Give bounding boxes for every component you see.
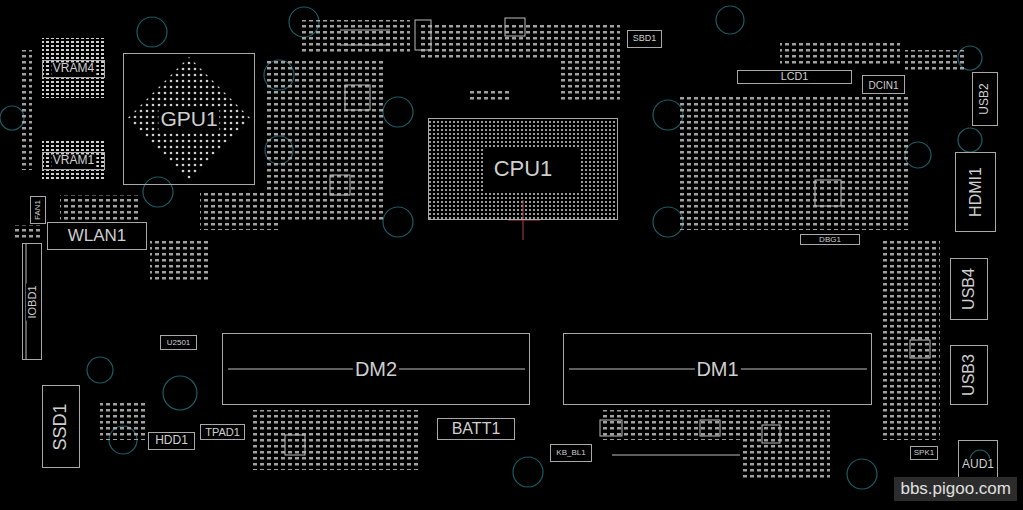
component-outline: HDMI1 [955, 152, 996, 232]
part-label: AUD1 [960, 458, 996, 471]
component-outline: SSD1 [42, 385, 80, 468]
component-outline: CPU1 [428, 118, 618, 220]
component-outline: DBG1 [800, 234, 860, 245]
component-outline: HDD1 [148, 432, 195, 450]
part-label: SBD1 [631, 34, 659, 44]
component-outline: SBD1 [627, 30, 662, 48]
part-label: SPK1 [912, 449, 936, 458]
component-outline: KB_BL1 [550, 444, 592, 462]
component-outline: VRAM1 [42, 152, 105, 170]
part-label: SSD1 [51, 401, 71, 452]
component-outline: FAN1 [30, 196, 46, 224]
part-label: WLAN1 [66, 227, 129, 246]
component-outline: LCD1 [737, 70, 852, 84]
component-outline: USB3 [950, 345, 988, 405]
component-outline: DM1 [563, 333, 872, 405]
part-label: VRAM4 [51, 62, 96, 75]
part-label: HDD1 [153, 434, 190, 447]
mounting-holes [0, 6, 990, 489]
part-label: DCIN1 [866, 79, 900, 90]
component-outline: WLAN1 [47, 222, 147, 250]
component-outline: VRAM4 [42, 60, 105, 78]
part-label: LCD1 [779, 71, 810, 83]
part-label: FAN1 [34, 198, 43, 222]
part-label: USB4 [960, 266, 978, 312]
component-outline: DCIN1 [862, 75, 905, 94]
component-outline: USB4 [950, 258, 988, 320]
part-label: DBG1 [817, 235, 843, 244]
part-label: VRAM1 [51, 154, 96, 167]
part-label: HDMI1 [967, 165, 985, 219]
component-outline: DM2 [222, 333, 530, 405]
component-outline: BATT1 [437, 418, 515, 440]
part-label: IOBD1 [26, 283, 38, 320]
part-label: DM2 [353, 358, 399, 380]
component-outline: U2501 [160, 335, 197, 350]
part-label: USB2 [978, 81, 991, 116]
part-label: TPAD1 [203, 426, 242, 438]
component-outline: IOBD1 [22, 243, 42, 360]
component-outline: SPK1 [910, 446, 938, 460]
part-label: U2501 [165, 338, 193, 347]
watermark: bbs.pigoo.com [894, 477, 1017, 501]
part-label: DM1 [694, 358, 740, 380]
component-outline: TPAD1 [200, 424, 245, 440]
part-label: GPU1 [158, 107, 219, 130]
part-label: KB_BL1 [554, 449, 587, 458]
part-label: BATT1 [450, 420, 503, 438]
component-outline: USB2 [972, 72, 998, 126]
part-label: CPU1 [492, 157, 555, 181]
part-label: USB3 [960, 352, 978, 398]
component-outline: GPU1 [123, 53, 255, 185]
